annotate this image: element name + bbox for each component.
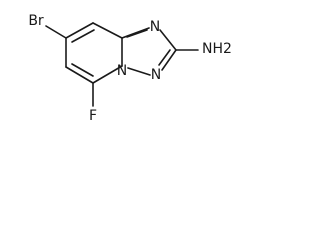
structure-svg: Br N N N NH2 F [28, 13, 232, 124]
bond-c7-br [45, 25, 67, 39]
bond-c2-n3 [161, 49, 177, 71]
atom-n-bridge-label: N [117, 63, 127, 79]
atom-n3-label: N [151, 67, 161, 83]
atom-f-label: F [89, 108, 97, 124]
bond-c5-c6 [65, 66, 94, 84]
bond-c7-c8 [65, 22, 94, 39]
bond-n3-n-bridge [127, 67, 151, 76]
molecule-diagram: Br N N N NH2 F [0, 0, 242, 138]
bond-n-bridge-c5 [92, 65, 123, 84]
bond-c8a-n1 [121, 27, 150, 39]
bond-c8-c8a [92, 22, 123, 39]
atom-nh2-label: NH2 [202, 41, 232, 57]
atom-n1-label: N [150, 19, 160, 35]
double-bond-c5-c6 [71, 63, 94, 77]
double-bond-c2-n3 [158, 49, 171, 66]
bond-n1-c2 [159, 29, 177, 51]
double-bond-c8a-n [126, 29, 148, 38]
double-bond-c7-c8 [71, 29, 95, 43]
atom-br-label: Br [28, 13, 44, 29]
